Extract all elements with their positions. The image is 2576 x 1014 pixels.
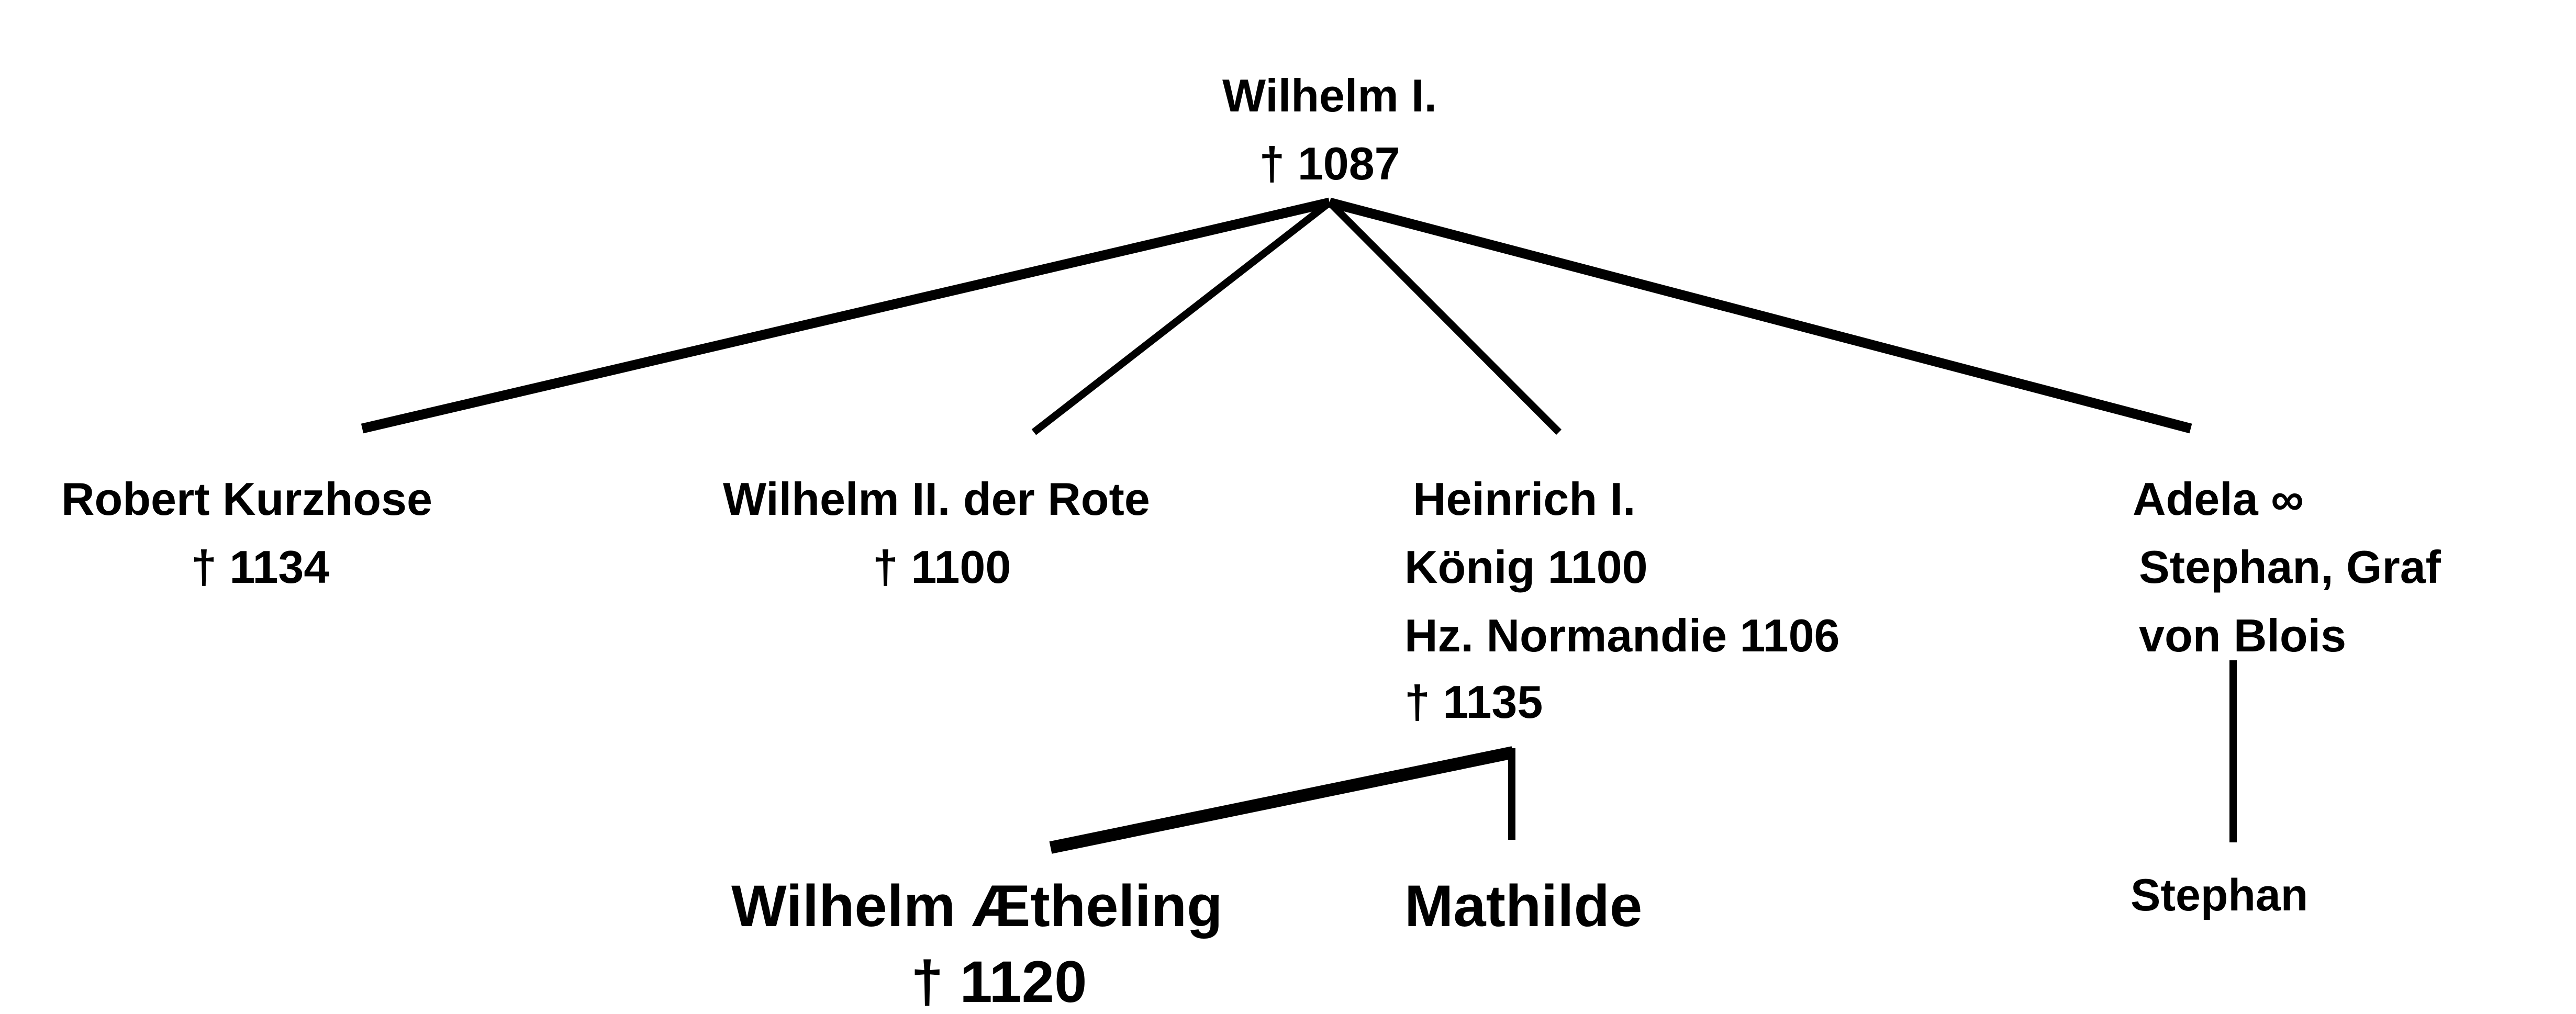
node-death: † 1100 <box>873 541 1011 593</box>
node-name: Adela ∞ <box>2133 473 2304 525</box>
node-wilhelm-i: Wilhelm I. † 1087 <box>1222 70 1437 189</box>
edge-root-robert <box>361 197 1331 434</box>
node-stephan: Stephan <box>2131 870 2308 920</box>
node-spouse: Stephan, Graf <box>2139 541 2441 593</box>
node-robert-kurzhose: Robert Kurzhose † 1134 <box>61 473 432 593</box>
node-wilhelm-ii: Wilhelm II. der Rote † 1100 <box>723 473 1150 593</box>
node-name: Mathilde <box>1404 873 1642 939</box>
node-name: Robert Kurzhose <box>61 473 432 525</box>
edge-root-adela <box>1328 197 2192 434</box>
node-name: Stephan <box>2131 870 2308 920</box>
node-death: † 1135 <box>1404 676 1543 728</box>
node-name: Wilhelm Ætheling <box>731 873 1223 939</box>
node-spouse-title: von Blois <box>2139 610 2346 661</box>
node-heinrich-i: Heinrich I. König 1100 Hz. Normandie 110… <box>1404 473 1839 728</box>
edge-root-heinrich <box>1327 200 1562 435</box>
node-death: † 1120 <box>911 949 1087 1014</box>
node-title-duke: Hz. Normandie 1106 <box>1404 610 1839 661</box>
node-name: Wilhelm I. <box>1222 70 1437 121</box>
node-name: Heinrich I. <box>1413 473 1635 525</box>
node-title-king: König 1100 <box>1404 541 1648 593</box>
node-wilhelm-aetheling: Wilhelm Ætheling † 1120 <box>731 873 1223 1014</box>
node-name: Wilhelm II. der Rote <box>723 473 1150 525</box>
edge-heinrich-aetheling <box>1049 746 1514 854</box>
connectors <box>361 197 2237 854</box>
node-mathilde: Mathilde <box>1404 873 1642 939</box>
node-adela: Adela ∞ Stephan, Graf von Blois <box>2133 473 2441 661</box>
edge-root-wilhelm2 <box>1031 199 1332 435</box>
node-death: † 1134 <box>191 541 329 593</box>
node-death: † 1087 <box>1259 138 1400 189</box>
